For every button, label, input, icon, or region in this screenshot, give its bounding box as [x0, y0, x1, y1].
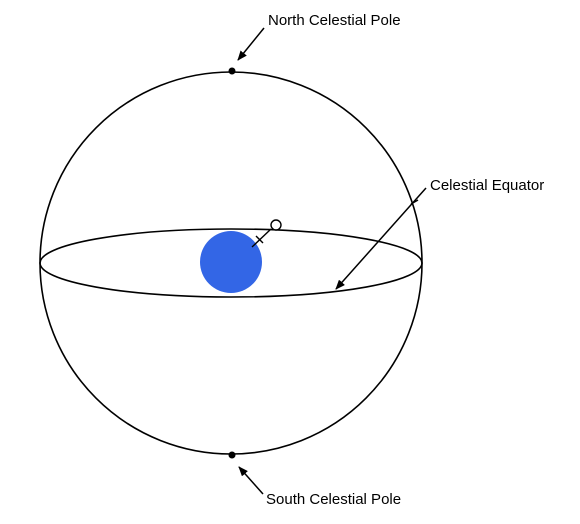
north-pole-dot: [228, 67, 236, 75]
south-pole-dot: [228, 451, 236, 459]
north-celestial-pole-label: North Celestial Pole: [268, 12, 401, 29]
south-pole-arrow: [238, 466, 264, 495]
equator-arrow-tip: [410, 199, 419, 205]
south-celestial-pole-label: South Celestial Pole: [266, 491, 402, 508]
north-pole-arrow: [237, 27, 265, 61]
observer-pin-icon: [251, 219, 282, 248]
earth: [200, 231, 262, 293]
equator-arrow: [335, 187, 427, 290]
celestial-equator-label: Celestial Equator: [430, 177, 545, 194]
celestial-equator-ellipse: [39, 228, 423, 298]
